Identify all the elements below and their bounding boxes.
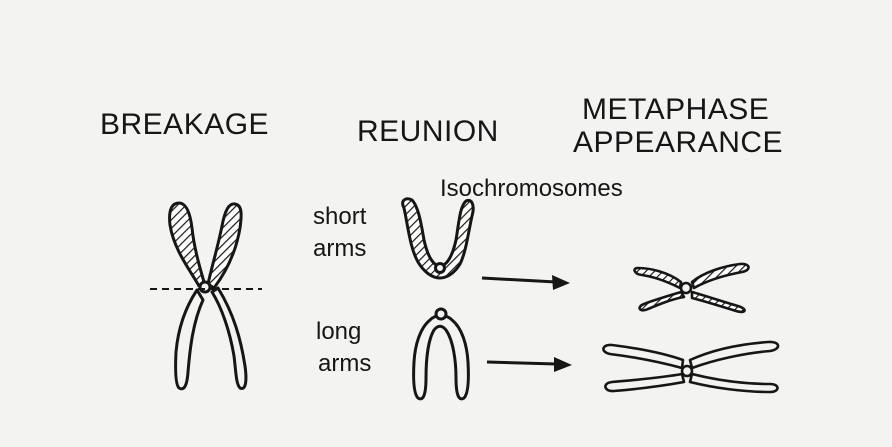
arrow-long [487,357,572,372]
reunion-short-isochromosome [403,199,473,278]
metaphase-short-isochromosome [635,264,749,312]
metaphase-long-isochromosome [603,342,778,392]
centromere [436,264,445,273]
breakage-chromosome [170,203,246,389]
centromere [200,282,210,292]
reunion-long-isochromosome [414,309,469,399]
long-arm-left [176,290,203,389]
long-arm-right [212,288,246,388]
short-arm-left [170,203,204,286]
short-arm-right [208,204,241,288]
centromere [681,283,691,293]
arrow-short [482,275,570,290]
centromere [682,366,692,376]
centromere [436,309,446,319]
